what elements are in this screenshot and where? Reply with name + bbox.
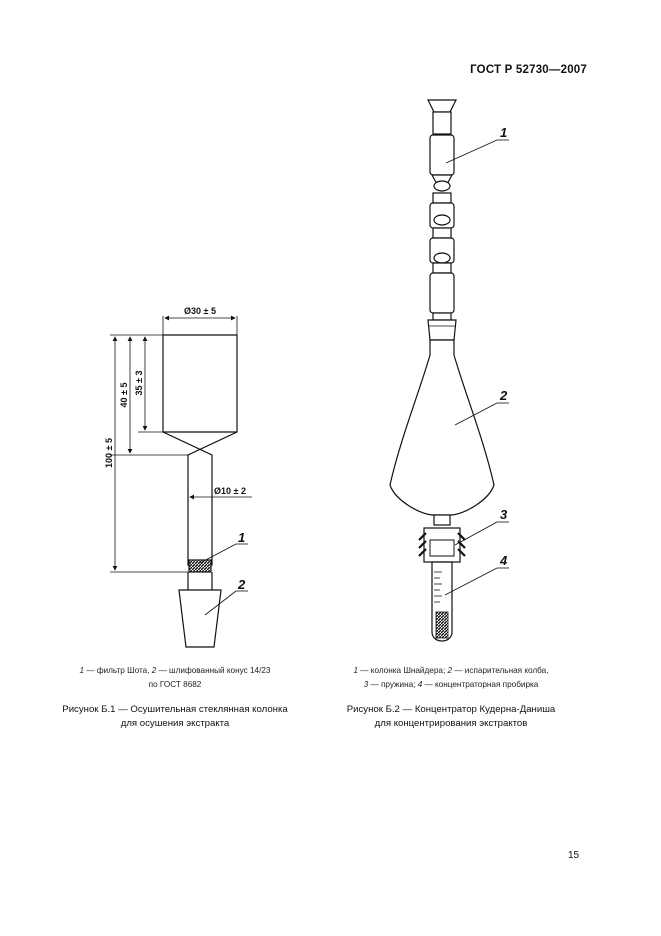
leader-1 — [199, 543, 237, 564]
leader-4b — [444, 567, 498, 596]
figure1-labels: Ø30 ± 5 40 ± 5 35 ± 3 100 ± 5 Ø10 ± 2 1 … — [104, 306, 246, 592]
evaporation-flask — [389, 339, 495, 516]
top-joint — [427, 99, 457, 113]
column-reservoir — [162, 334, 238, 566]
leader-2b — [454, 402, 498, 426]
dim-label-100: 100 ± 5 — [104, 438, 114, 468]
dim-label-35: 35 ± 3 — [134, 371, 144, 396]
dim-label-diameter-top: Ø30 ± 5 — [184, 306, 216, 316]
kuderna-danish-drawing — [389, 99, 509, 642]
callout-1b: 1 — [500, 125, 507, 140]
figure1-caption: Рисунок Б.1 — Осушительная стеклянная ко… — [62, 704, 288, 729]
callout-1: 1 — [238, 530, 245, 545]
dim-label-40: 40 ± 5 — [119, 383, 129, 408]
callout-2b: 2 — [499, 388, 508, 403]
flask-joint — [427, 319, 457, 341]
snyder-column-bulb — [429, 134, 455, 176]
figure2-legend-line1: 1 — колонка Шнайдера; 2 — испарительная … — [353, 666, 549, 675]
leader-2 — [204, 590, 237, 616]
document-header: ГОСТ Р 52730—2007 — [470, 64, 587, 76]
ground-cone — [178, 589, 222, 648]
callout-4b: 4 — [499, 553, 508, 568]
callout-3b: 3 — [500, 507, 508, 522]
page-number: 15 — [568, 850, 580, 861]
figure1-legend: 1 — фильтр Шота, 2 — шлифованный конус 1… — [40, 664, 310, 692]
figure2-legend: 1 — колонка Шнайдера; 2 — испарительная … — [336, 664, 566, 692]
figure2-legend-line2: 3 — пружина; 4 — концентраторная пробирк… — [363, 680, 539, 689]
figure1-legend-line2: по ГОСТ 8682 — [148, 680, 202, 689]
figure2-caption: Рисунок Б.2 — Концентратор Кудерна-Даниш… — [346, 704, 556, 729]
figure1-legend-line1: 1 — фильтр Шота, 2 — шлифованный конус 1… — [79, 666, 271, 675]
leader-1b — [445, 139, 498, 164]
leader-3b — [454, 521, 498, 546]
figure2-labels: 1 2 3 4 — [499, 125, 508, 568]
drying-column-drawing — [110, 315, 252, 648]
dim-label-tube-diameter: Ø10 ± 2 — [214, 486, 246, 496]
callout-2: 2 — [237, 577, 246, 592]
schott-filter — [188, 559, 212, 573]
